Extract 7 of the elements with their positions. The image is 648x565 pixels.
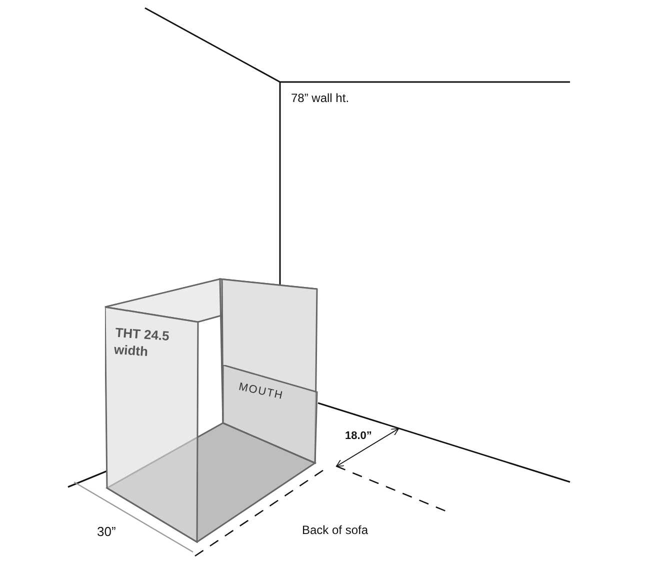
surface-label: Back of sofa [302, 522, 368, 539]
dimension-label: 78” wall ht. [291, 90, 350, 107]
dimension-label: 18.0” [345, 429, 372, 444]
panel-text: MOUTH [236, 380, 286, 404]
panel-text: THT 24.5 width [112, 324, 171, 362]
mouth-panel [223, 365, 318, 464]
dimension-label: 30” [97, 523, 116, 541]
